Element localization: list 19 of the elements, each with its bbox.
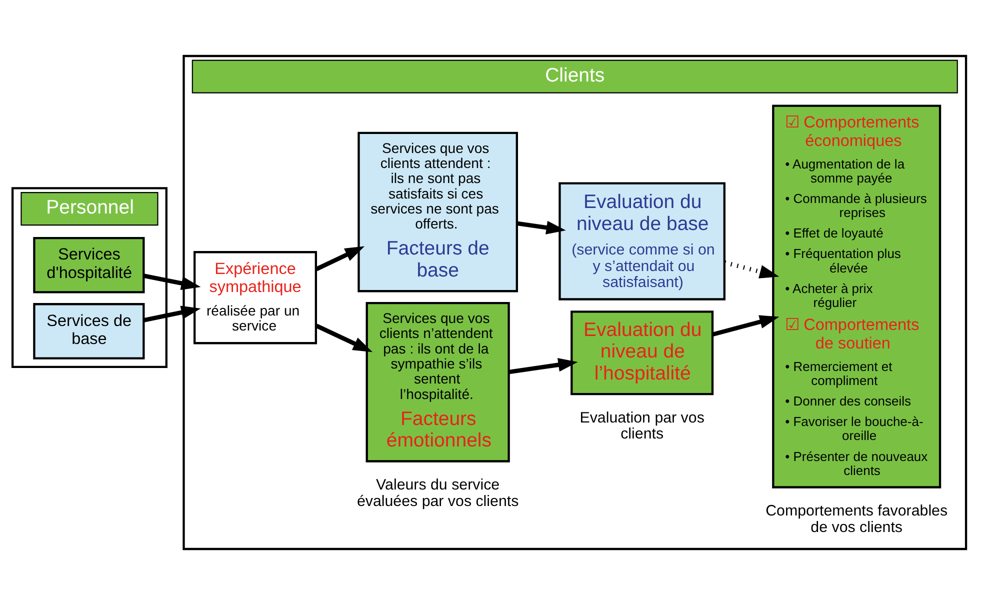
label: Valeurs du service évaluées par vos clients xyxy=(356,476,519,510)
arrow xyxy=(724,260,780,278)
arrow xyxy=(143,274,201,290)
node-box: Services de base xyxy=(33,303,145,360)
node-box: ☑ Comportements économiques • Augmentation de la somme payée • Commande à plusieurs reprises • Effet de loyauté • Fréquentation plus élevée • Acheter à prix régulier ☑ Comportements de soutien • Remerciement et compliment • Donner des conseils • Favoriser le bouche-à-oreille • Présenter de nouveaux clients xyxy=(772,104,942,488)
arrow xyxy=(315,324,373,352)
arrow xyxy=(315,246,365,272)
node-box: Expérience sympathique réalisée par un service xyxy=(194,251,318,344)
label: Evaluation par vos clients xyxy=(580,409,704,443)
arrow xyxy=(143,306,201,322)
node-box: Evaluation du niveau de l’hospitalité xyxy=(570,310,714,396)
arrow xyxy=(712,315,780,337)
node-box: Services que vos clients attendent : ils ne sont pas satisfaits si ces services ne sont pas offerts. Facteurs de base xyxy=(358,132,518,292)
arrow xyxy=(508,358,578,374)
node-box: Services que vos clients n’attendent pas : ils ont de la sympathie s’ils sentent l’hospitalité. Facteurs émotionnels xyxy=(366,302,510,462)
arrow xyxy=(516,220,566,234)
node-box: Services d'hospitalité xyxy=(33,236,145,294)
label: Comportements favorables de vos clients xyxy=(766,502,948,536)
node-box: Evaluation du niveau de base (service comme si on y s’attendait ou satisfaisant) xyxy=(558,182,726,300)
